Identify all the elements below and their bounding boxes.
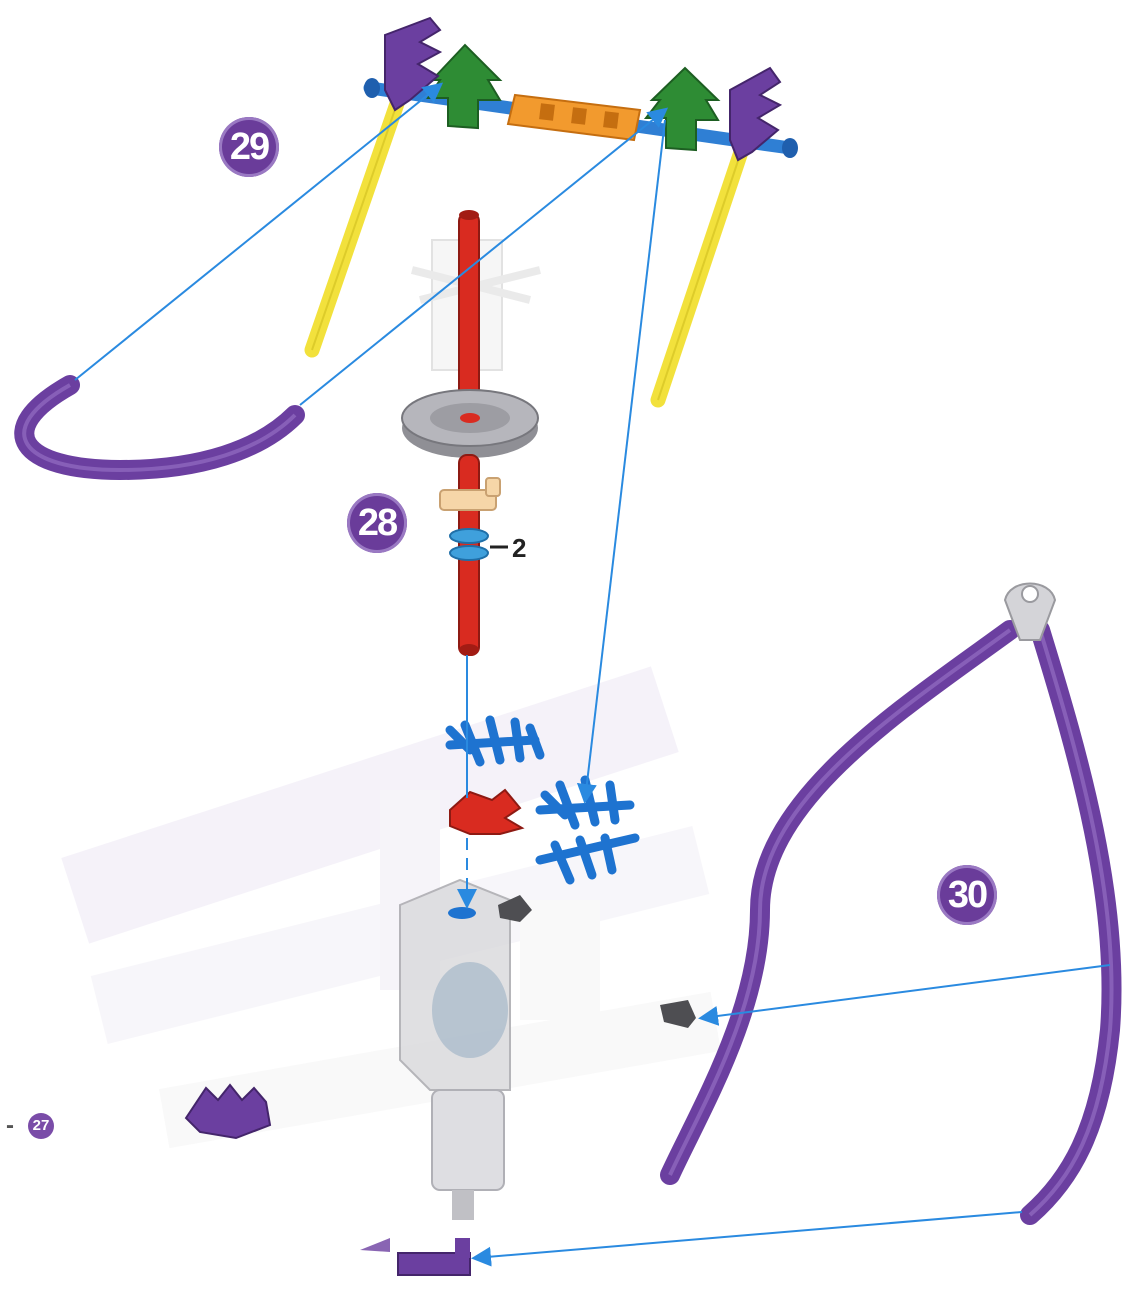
step-28-badge: 28	[347, 493, 407, 553]
red-rod-end	[459, 644, 479, 656]
step-29-badge: 29	[219, 117, 279, 177]
orange-connector	[508, 95, 640, 140]
motor-barrel	[432, 1090, 504, 1190]
blue-spacer-1	[450, 529, 488, 543]
yellow-rod-left-edge	[312, 95, 400, 350]
spacer-quantity: 2	[512, 533, 526, 564]
motor-socket	[448, 907, 476, 919]
purple-long-rod-right	[1030, 630, 1112, 1215]
blue-rod-end-left	[364, 78, 380, 98]
blue-rod-end-right	[782, 138, 798, 158]
top-frame	[312, 18, 798, 400]
purple-curved-rod-small	[24, 385, 295, 470]
step-27-ref-dash: -	[6, 1112, 14, 1140]
yellow-rod-right-edge	[658, 140, 745, 400]
grey-pulley-wheel	[402, 390, 538, 458]
step-27-ref-badge: 27	[28, 1113, 54, 1139]
ghost-base-model	[61, 666, 721, 1148]
step-30-badge: 30	[937, 865, 997, 925]
purple-connector-bottom	[360, 1238, 470, 1275]
motor-housing	[400, 880, 510, 1220]
red-rod-top-end	[459, 210, 479, 220]
blue-spacer-2	[450, 546, 488, 560]
red-shaft-assembly	[402, 210, 540, 656]
purple-long-rod-assembly	[670, 584, 1112, 1216]
